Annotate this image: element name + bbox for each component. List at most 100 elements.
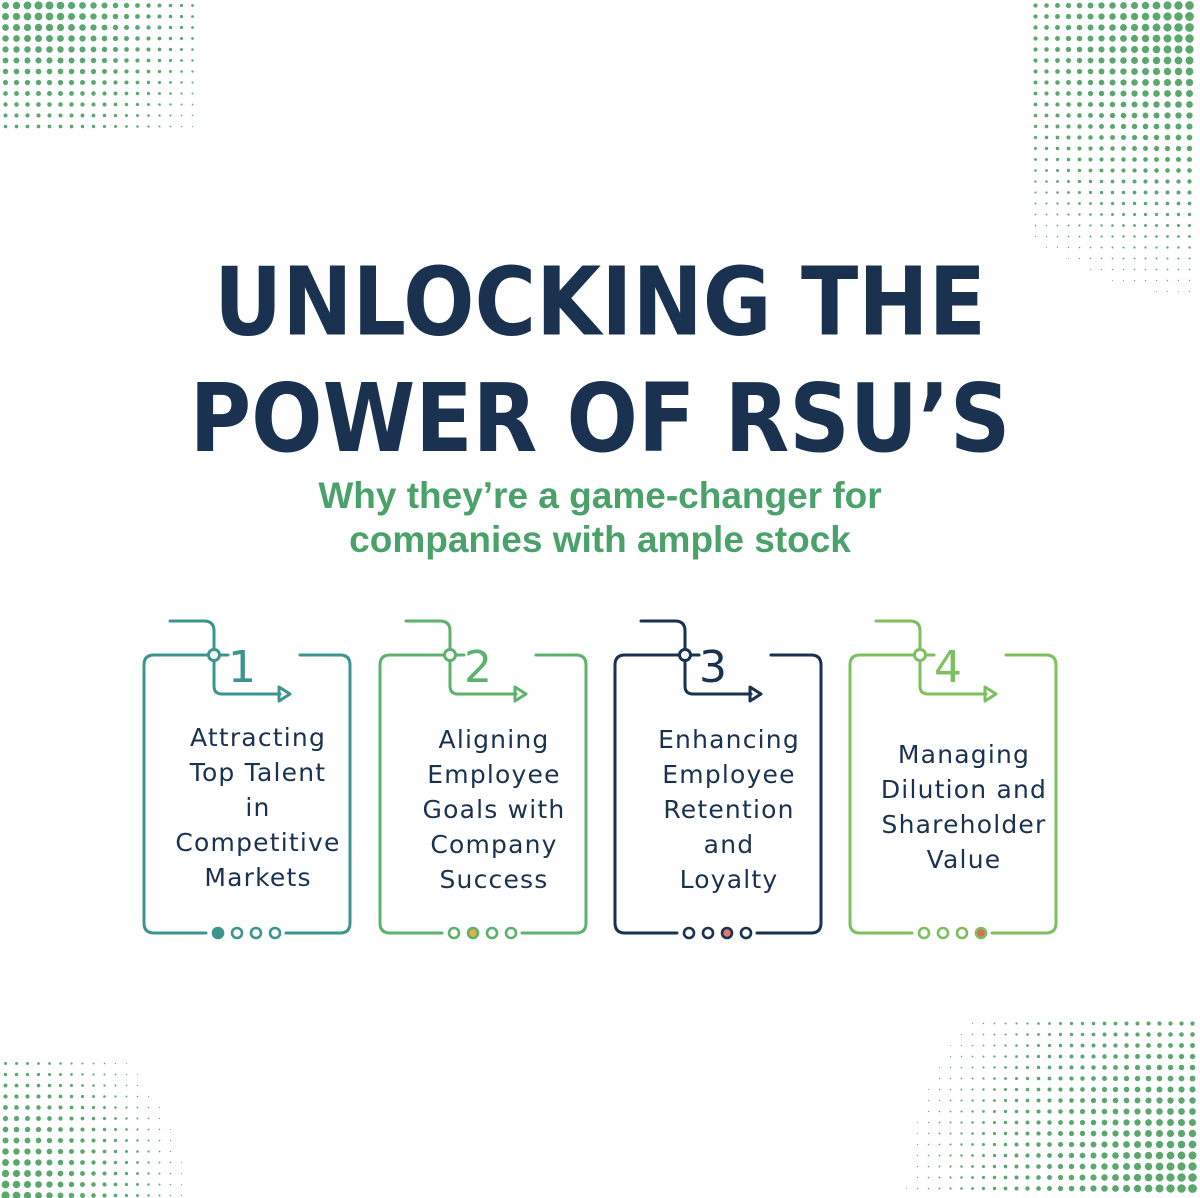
halftone-dot: [960, 1077, 963, 1080]
progress-dot-active: [974, 926, 988, 940]
halftone-dot: [1047, 1186, 1052, 1191]
halftone-dot: [1134, 1064, 1141, 1071]
halftone-dot: [36, 1083, 41, 1088]
halftone-dot: [1122, 224, 1125, 227]
halftone-dot: [1068, 1185, 1075, 1192]
halftone-dot: [1175, 123, 1182, 130]
halftone-dot: [180, 1172, 183, 1175]
halftone-dot: [1112, 1119, 1119, 1126]
halftone-dot: [1177, 1184, 1186, 1193]
halftone-dot: [1130, 34, 1139, 43]
halftone-dot: [25, 113, 30, 118]
dot-pattern-bottom-left: [1, 1061, 183, 1198]
halftone-dot: [1089, 235, 1092, 238]
halftone-dot: [2, 1159, 9, 1166]
halftone-dot: [1069, 1043, 1074, 1048]
halftone-dot: [24, 46, 31, 53]
halftone-dot: [1098, 90, 1105, 97]
halftone-dot: [68, 46, 75, 53]
halftone-dot: [1055, 124, 1060, 129]
halftone-dot: [1025, 1109, 1030, 1114]
halftone-dot: [1120, 24, 1127, 31]
halftone-dot: [113, 1138, 118, 1143]
halftone-dot: [69, 1094, 74, 1099]
halftone-dot: [35, 1148, 42, 1155]
halftone-dot: [1110, 179, 1115, 184]
halftone-dot: [24, 79, 31, 86]
halftone-dot: [113, 80, 118, 85]
halftone-dot: [102, 1127, 107, 1132]
halftone-dot: [1068, 1152, 1075, 1159]
halftone-dot: [1112, 1141, 1119, 1148]
halftone-dot: [1055, 3, 1060, 8]
halftone-dot: [169, 1161, 172, 1164]
halftone-dot: [57, 46, 64, 53]
halftone-dot: [1186, 145, 1193, 152]
halftone-dot: [80, 1105, 85, 1110]
halftone-dot: [147, 1172, 150, 1175]
halftone-dot: [960, 1088, 963, 1091]
halftone-dot: [113, 1182, 118, 1187]
halftone-dot: [2, 1126, 9, 1133]
halftone-dot: [1004, 1044, 1007, 1047]
halftone-dot: [180, 125, 183, 128]
halftone-dot: [1077, 146, 1082, 151]
halftone-dot: [169, 81, 172, 84]
step-label-line: Employee: [662, 760, 796, 789]
halftone-dot: [1143, 190, 1148, 195]
halftone-dot: [69, 102, 74, 107]
halftone-dot: [46, 79, 53, 86]
halftone-dot: [69, 1138, 74, 1143]
halftone-dot: [47, 1116, 52, 1121]
halftone-dot: [1068, 1130, 1075, 1137]
halftone-dot: [1068, 1119, 1075, 1126]
halftone-dot: [35, 1181, 42, 1188]
halftone-dot: [1112, 1185, 1119, 1192]
halftone-dot: [1101, 1141, 1108, 1148]
halftone-dot: [949, 1187, 952, 1190]
halftone-dot: [927, 1099, 930, 1102]
halftone-dot: [1090, 1141, 1097, 1148]
halftone-dot: [1087, 101, 1094, 108]
progress-dot-active: [466, 926, 480, 940]
halftone-dot: [114, 1106, 117, 1109]
halftone-dot: [1055, 113, 1060, 118]
halftone-dot: [25, 1105, 30, 1110]
halftone-dot: [79, 2, 86, 9]
halftone-dot: [1044, 69, 1049, 74]
halftone-dot: [180, 1183, 183, 1186]
halftone-dot: [971, 1077, 974, 1080]
halftone-dot: [1088, 157, 1093, 162]
halftone-dot: [1185, 34, 1194, 43]
halftone-dot: [1188, 1140, 1197, 1149]
halftone-dot: [1034, 224, 1037, 227]
halftone-dot: [1120, 2, 1127, 9]
halftone-dot: [1145, 1075, 1152, 1082]
halftone-dot: [1109, 101, 1116, 108]
halftone-dot: [1087, 57, 1094, 64]
halftone-dot: [79, 1181, 86, 1188]
halftone-dot: [102, 1149, 107, 1154]
halftone-dot: [1109, 35, 1116, 42]
halftone-dot: [69, 1105, 74, 1110]
halftone-dot: [1080, 1021, 1085, 1026]
halftone-dot: [1004, 1066, 1007, 1069]
halftone-dot: [1055, 146, 1060, 151]
halftone-dot: [1110, 201, 1115, 206]
dot-pattern-bottom-right: [905, 1021, 1197, 1193]
halftone-dot: [1079, 1174, 1086, 1181]
halftone-dot: [938, 1187, 941, 1190]
halftone-dot: [1056, 191, 1059, 194]
halftone-dot: [179, 14, 184, 19]
halftone-dot: [1176, 168, 1181, 173]
halftone-dot: [92, 1084, 95, 1087]
halftone-dot: [1090, 1130, 1097, 1137]
halftone-dot: [124, 91, 129, 96]
halftone-dot: [1098, 112, 1105, 119]
halftone-dot: [124, 58, 129, 63]
halftone-dot: [1112, 1108, 1119, 1115]
halftone-dot: [1080, 1065, 1085, 1070]
halftone-dot: [13, 1126, 20, 1133]
halftone-dot: [81, 1073, 84, 1076]
halftone-dot: [136, 1117, 139, 1120]
